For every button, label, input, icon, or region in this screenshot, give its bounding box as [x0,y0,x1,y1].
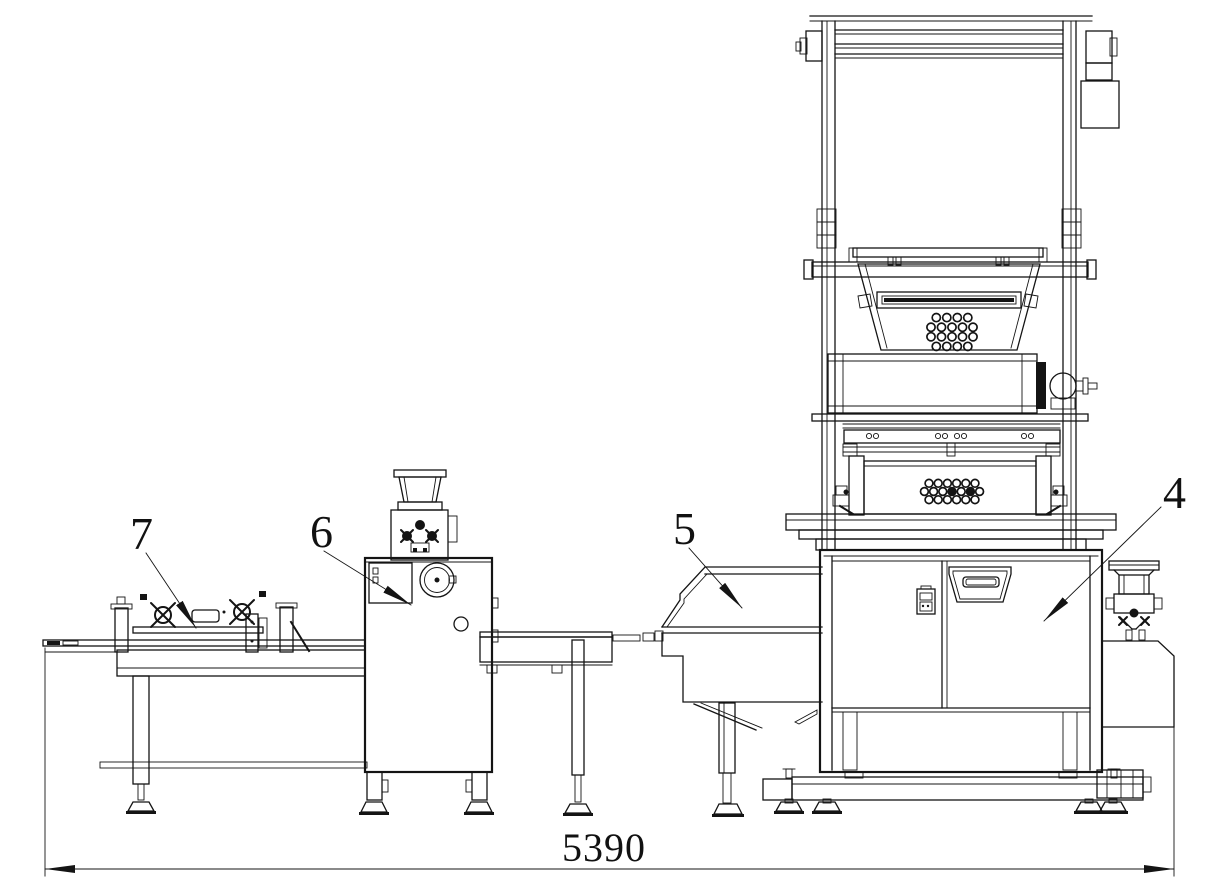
machine-4-base [762,768,1144,814]
machine-4-frame [795,15,1120,551]
drive-motor [1049,372,1098,410]
outfeed-table [479,630,664,816]
conveyor-table-7 [42,639,368,814]
forming-machine-6 [359,469,499,815]
dimension-text: 5390 [562,825,646,870]
overall-dimension: 5390 [44,647,1175,877]
mold-fixture-7 [110,591,311,653]
side-feeder-unit [1096,560,1175,799]
part-label-5: 5 [673,503,696,554]
perforation-pattern-upper [926,312,978,352]
part-label-6: 6 [310,506,333,557]
machine-4-hopper [803,247,1097,352]
machine-4-cabinet [794,548,1104,774]
part-label-4: 4 [1163,467,1186,518]
part-label-7: 7 [130,508,153,559]
hopper-6 [390,469,458,561]
machine-4-roller-unit [811,353,1098,457]
leveling-feet [774,798,1128,814]
part-labels: 7 6 5 4 [130,467,1186,629]
infeed-chute-5 [661,566,823,817]
perforation-pattern-lower [919,478,985,505]
pump-unit [1096,769,1152,799]
door-handle [948,566,1012,603]
control-panel [916,585,936,615]
dial-wheel [419,562,457,598]
